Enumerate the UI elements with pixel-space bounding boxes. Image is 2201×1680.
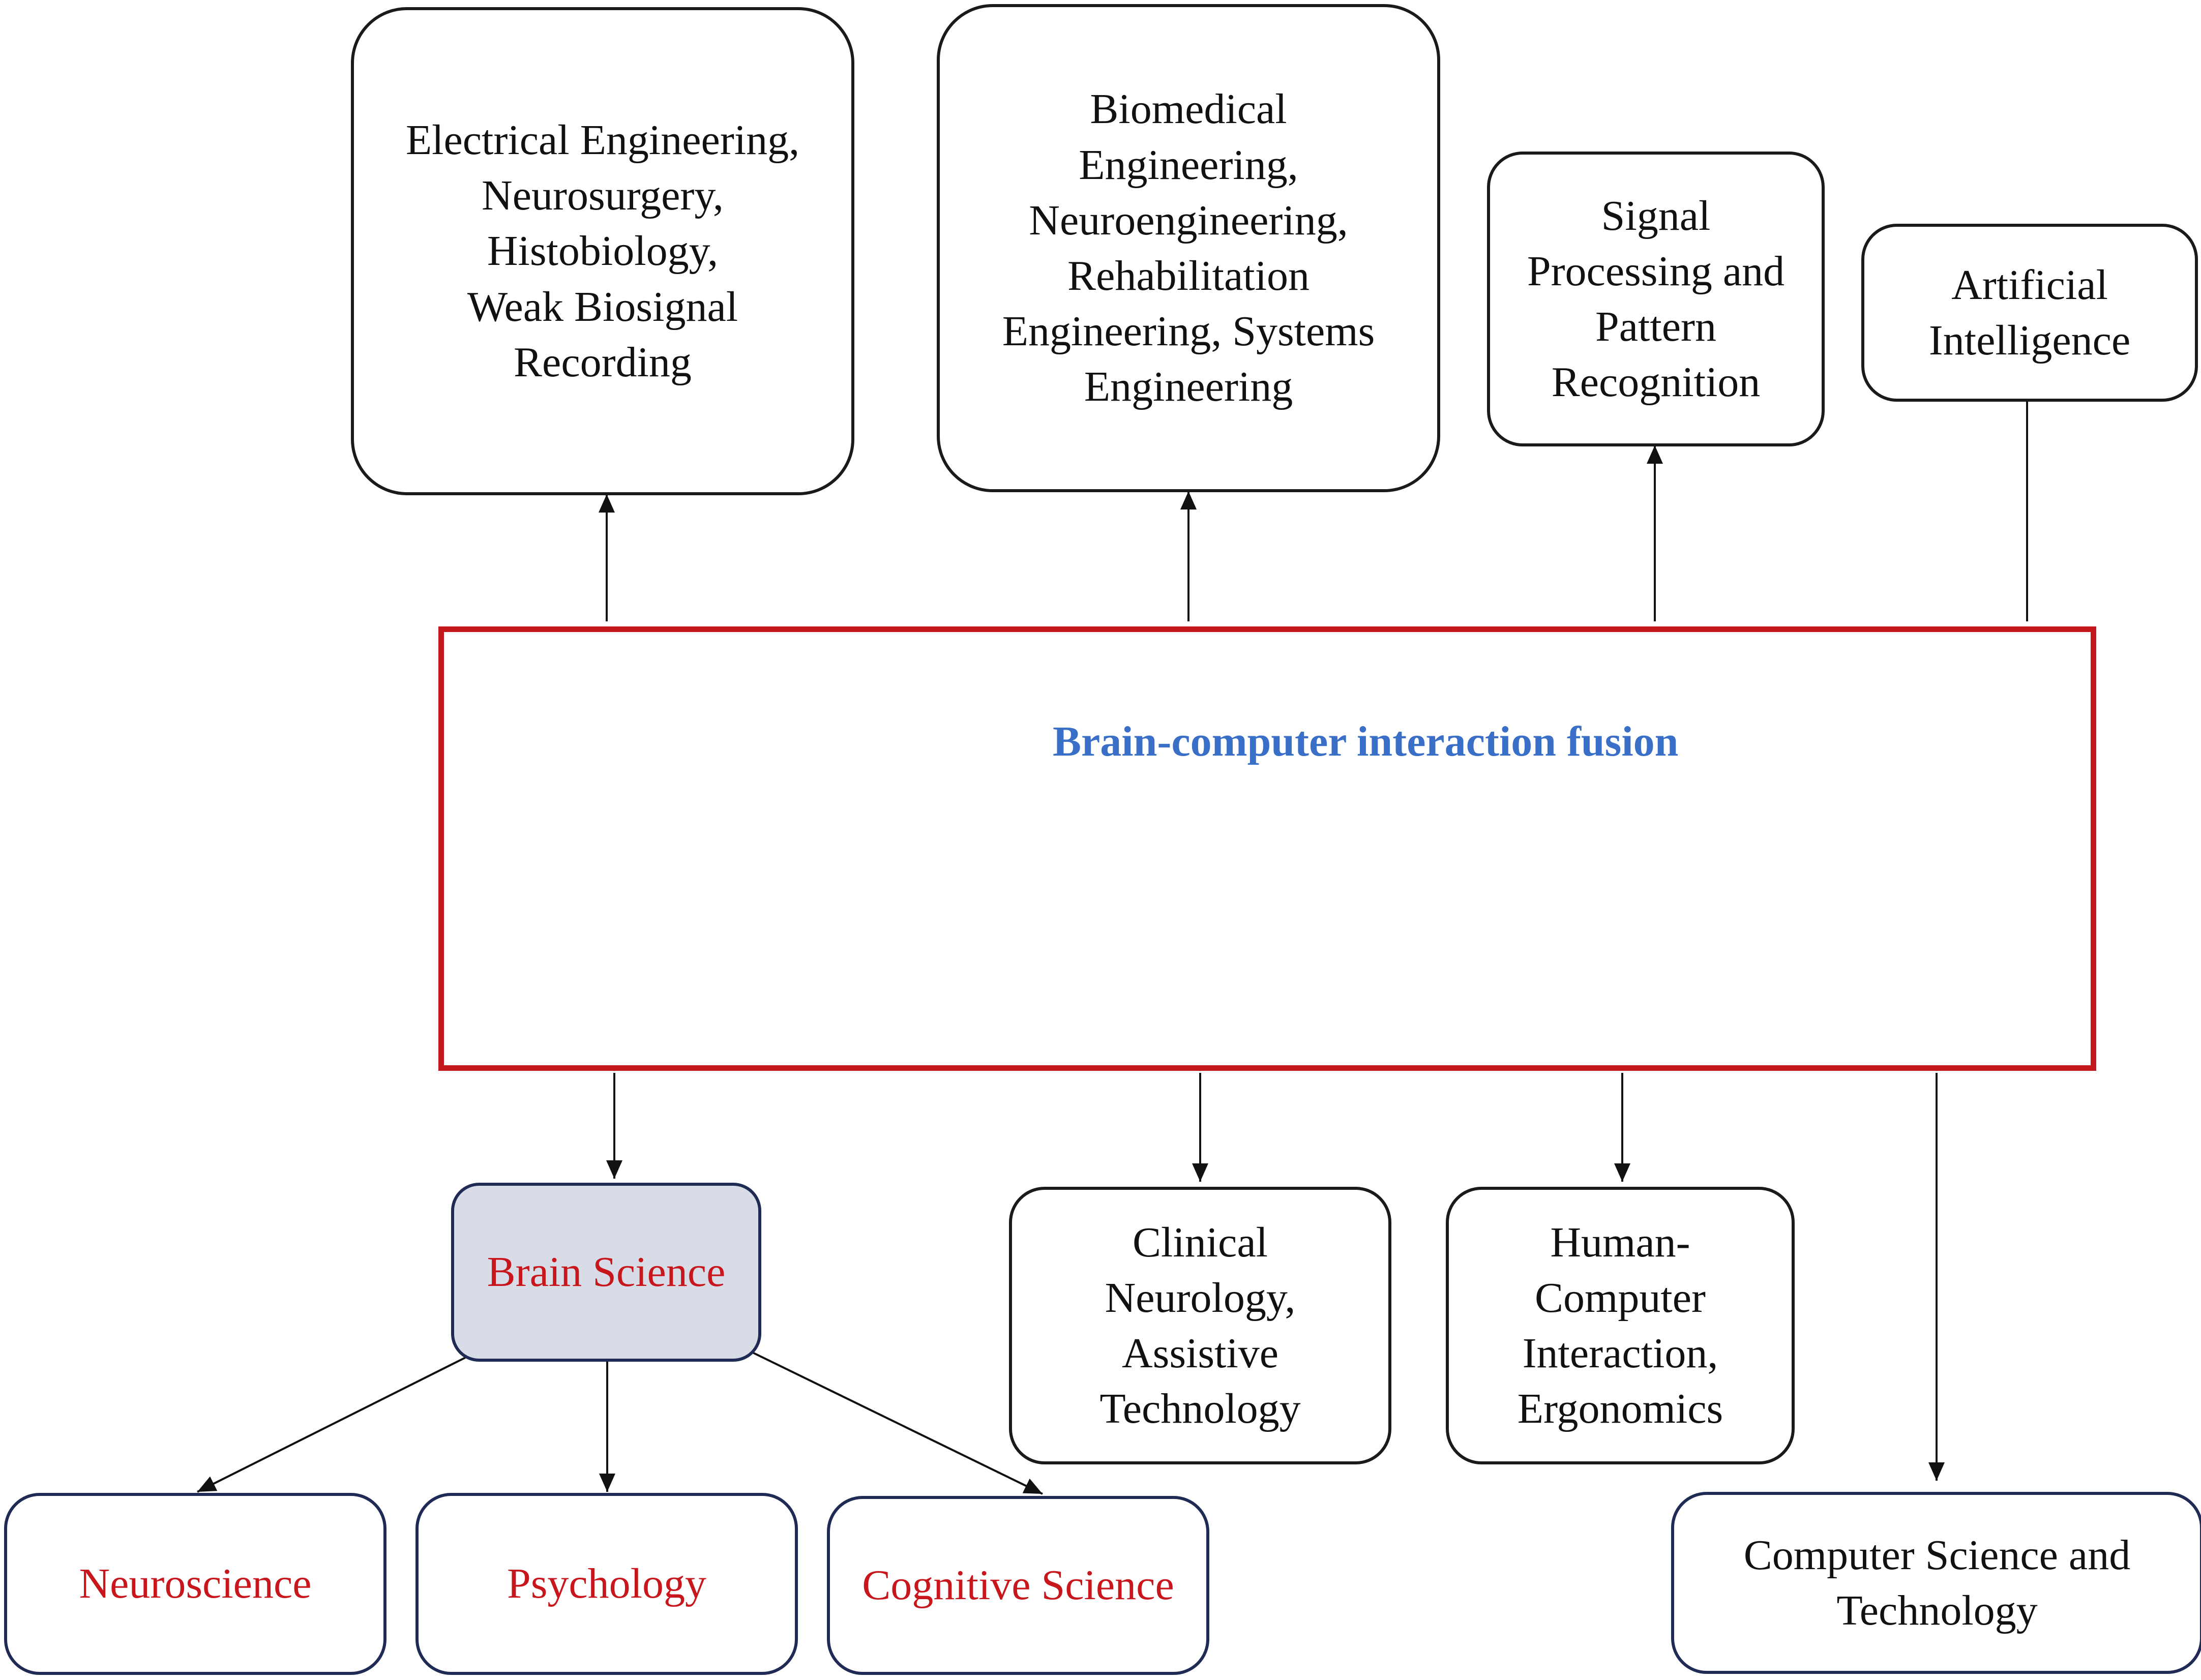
- fusion-label: Brain-computer interaction fusion: [1053, 718, 1679, 765]
- psychology-box: Psychology: [415, 1493, 798, 1675]
- cognitive-science-box: Cognitive Science: [827, 1496, 1209, 1675]
- computer-science-box: Computer Science and Technology: [1671, 1492, 2201, 1674]
- brain-computer-fusion-panel: [438, 626, 2096, 1071]
- artificial-intelligence-text: Artificial Intelligence: [1928, 261, 2131, 364]
- arrow-to-cognitive-science: [752, 1352, 1043, 1495]
- clinical-neurology-box: Clinical Neurology, Assistive Technology: [1009, 1187, 1391, 1464]
- neuroscience-text: Neuroscience: [79, 1560, 312, 1608]
- electrical-engineering-box: Electrical Engineering, Neurosurgery, Hi…: [351, 7, 854, 495]
- signal-processing-text: Signal Processing and Pattern Recognitio…: [1527, 192, 1785, 406]
- psychology-text: Psychology: [507, 1560, 707, 1608]
- arrow-to-neuroscience: [197, 1357, 466, 1493]
- computer-science-text: Computer Science and Technology: [1743, 1531, 2131, 1634]
- human-computer-interaction-text: Human- Computer Interaction, Ergonomics: [1517, 1218, 1723, 1433]
- electrical-engineering-text: Electrical Engineering, Neurosurgery, Hi…: [405, 116, 800, 386]
- brain-science-box: Brain Science: [451, 1183, 761, 1362]
- biomedical-engineering-box: Biomedical Engineering, Neuroengineering…: [937, 4, 1440, 492]
- cognitive-science-text: Cognitive Science: [862, 1562, 1174, 1609]
- signal-processing-box: Signal Processing and Pattern Recognitio…: [1487, 152, 1825, 446]
- clinical-neurology-text: Clinical Neurology, Assistive Technology: [1099, 1218, 1301, 1433]
- brain-science-text: Brain Science: [487, 1248, 726, 1296]
- neuroscience-box: Neuroscience: [4, 1493, 386, 1675]
- human-computer-interaction-box: Human- Computer Interaction, Ergonomics: [1446, 1187, 1795, 1464]
- artificial-intelligence-box: Artificial Intelligence: [1861, 224, 2198, 402]
- biomedical-engineering-text: Biomedical Engineering, Neuroengineering…: [1002, 85, 1375, 411]
